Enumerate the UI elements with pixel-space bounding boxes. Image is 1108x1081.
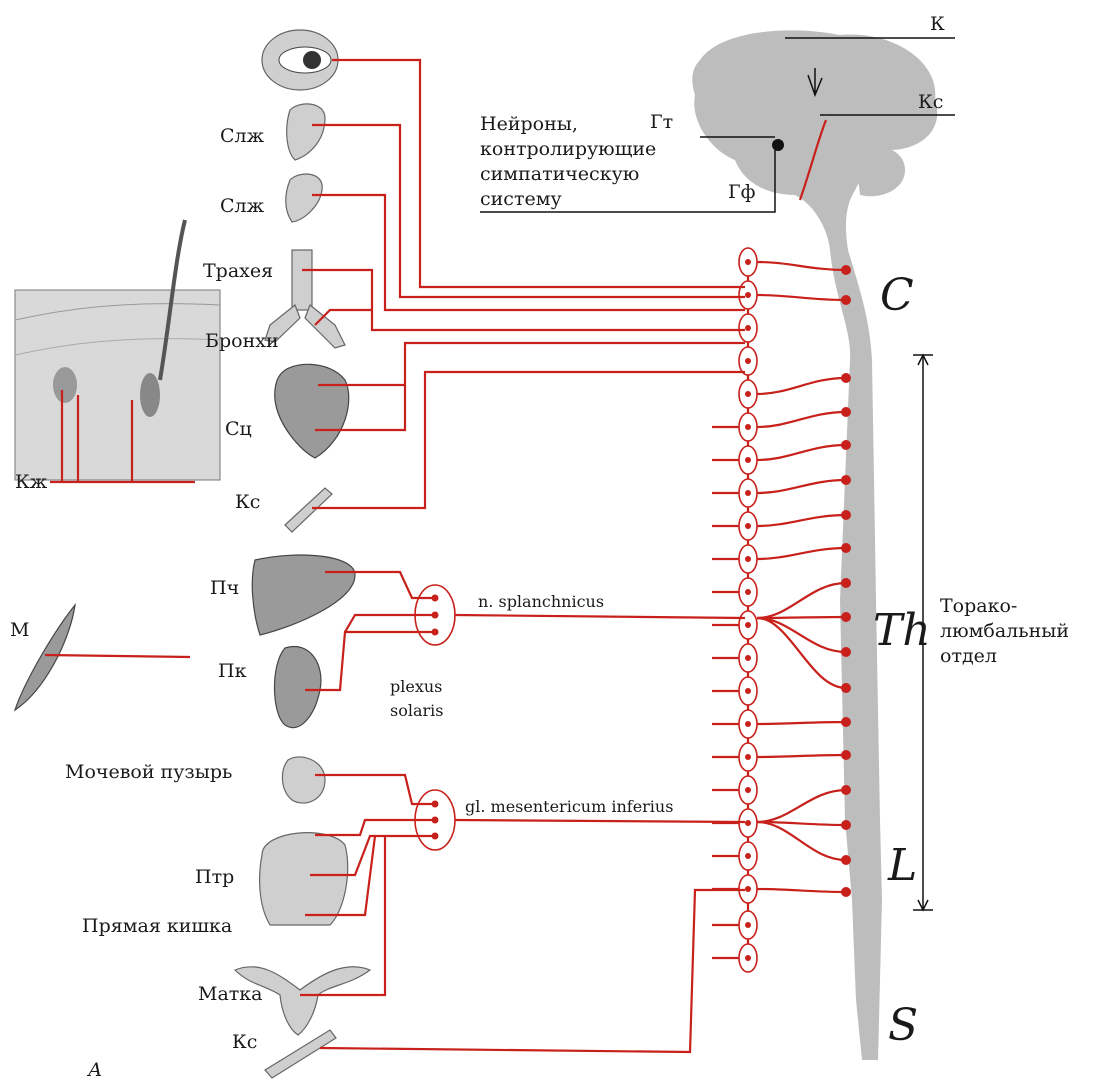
label-liver: Пч <box>210 577 239 599</box>
nerve-pathways <box>45 60 745 1052</box>
label-bladder: Мочевой пузырь <box>65 761 232 783</box>
chain-ganglion-dot <box>745 490 751 496</box>
label-splanchnicus: n. splanchnicus <box>478 592 604 611</box>
chain-ganglion-dot <box>745 424 751 430</box>
label-plexus-2: solaris <box>390 701 443 720</box>
label-bronchi: Бронхи <box>205 330 279 352</box>
label-trachea: Трахея <box>203 260 273 282</box>
label-neurons-3: симпатическую <box>480 163 639 185</box>
hypothalamus-neuron <box>772 139 784 151</box>
label-muscle: М <box>10 619 29 641</box>
label-heart: Сц <box>225 418 252 440</box>
label-skin: Кж <box>15 471 48 493</box>
label-gf: Гф <box>728 181 756 203</box>
label-region-s: S <box>888 1000 918 1051</box>
white-ramus <box>757 480 846 493</box>
label-slzh-1: Слж <box>220 125 265 147</box>
white-ramus <box>757 822 846 860</box>
chain-ganglion-dot <box>745 721 751 727</box>
vessel-icon <box>265 1030 336 1078</box>
label-neurons-2: контролирующие <box>480 138 656 160</box>
label-region-c: C <box>880 270 914 321</box>
liver-icon <box>252 555 355 635</box>
chain-ganglion-dot <box>745 787 751 793</box>
chain-ganglion-dot <box>745 922 751 928</box>
label-mesentericum: gl. mesentericum inferius <box>465 797 673 816</box>
chain-ganglion-dot <box>745 325 751 331</box>
white-ramus <box>757 617 846 618</box>
label-neurons-1: Нейроны, <box>480 113 578 135</box>
white-ramus <box>757 618 846 688</box>
white-ramus <box>757 412 846 427</box>
label-kidney: Пк <box>218 660 247 682</box>
kidney-icon <box>274 646 320 727</box>
chain-ganglion-dot <box>745 853 751 859</box>
chain-ganglion-dot <box>745 391 751 397</box>
label-neurons-4: систему <box>480 188 562 210</box>
label-gt: Гт <box>650 111 673 133</box>
skin-section-icon <box>15 220 220 480</box>
label-panel: А <box>86 1059 102 1081</box>
gland-icon <box>287 104 325 160</box>
chain-ganglion-dot <box>745 886 751 892</box>
white-ramus <box>757 755 846 757</box>
chain-ganglion-dot <box>745 259 751 265</box>
label-thoraco-3: отдел <box>940 645 997 667</box>
label-region-l: L <box>887 840 917 891</box>
label-ks-bottom: Кс <box>232 1031 257 1053</box>
chain-ganglion-dot <box>745 622 751 628</box>
white-ramus <box>757 445 846 460</box>
label-ks-mid: Кс <box>235 491 260 513</box>
eye-icon <box>262 30 338 90</box>
label-cortex: К <box>930 13 945 35</box>
label-thoraco-2: люмбальный <box>940 620 1069 642</box>
chain-ganglion-dot <box>745 754 751 760</box>
label-ks-top: Кс <box>918 91 943 113</box>
white-ramus <box>757 790 846 822</box>
vessel-icon <box>285 488 332 532</box>
white-ramus <box>757 548 846 559</box>
white-ramus <box>757 515 846 526</box>
chain-ganglion-dot <box>745 955 751 961</box>
chain-ganglion-dot <box>745 655 751 661</box>
chain-ganglion-dot <box>745 358 751 364</box>
intestine-icon <box>260 833 348 925</box>
white-ramus <box>757 583 846 618</box>
white-ramus <box>757 378 846 394</box>
chain-ganglion-dot <box>745 457 751 463</box>
white-ramus <box>757 722 846 724</box>
label-plexus-1: plexus <box>390 677 442 696</box>
white-ramus <box>757 295 846 300</box>
label-slzh-2: Слж <box>220 195 265 217</box>
chain-ganglion-dot <box>745 688 751 694</box>
chain-ganglion-dot <box>745 556 751 562</box>
label-rectum: Прямая кишка <box>82 915 232 937</box>
bladder-icon <box>282 757 325 803</box>
chain-ganglion-dot <box>745 589 751 595</box>
label-region-th: Th <box>873 605 931 656</box>
sympathetic-trunk <box>712 248 851 972</box>
label-uterus: Матка <box>198 983 263 1005</box>
heart-icon <box>275 364 349 458</box>
chain-ganglion-dot <box>745 292 751 298</box>
label-thoraco-1: Торако- <box>940 595 1017 617</box>
white-ramus <box>757 889 846 892</box>
chain-ganglion-dot <box>745 820 751 826</box>
gland-icon <box>286 174 323 222</box>
label-intestine: Птр <box>195 866 234 888</box>
chain-ganglion-dot <box>745 523 751 529</box>
brain <box>692 30 937 250</box>
